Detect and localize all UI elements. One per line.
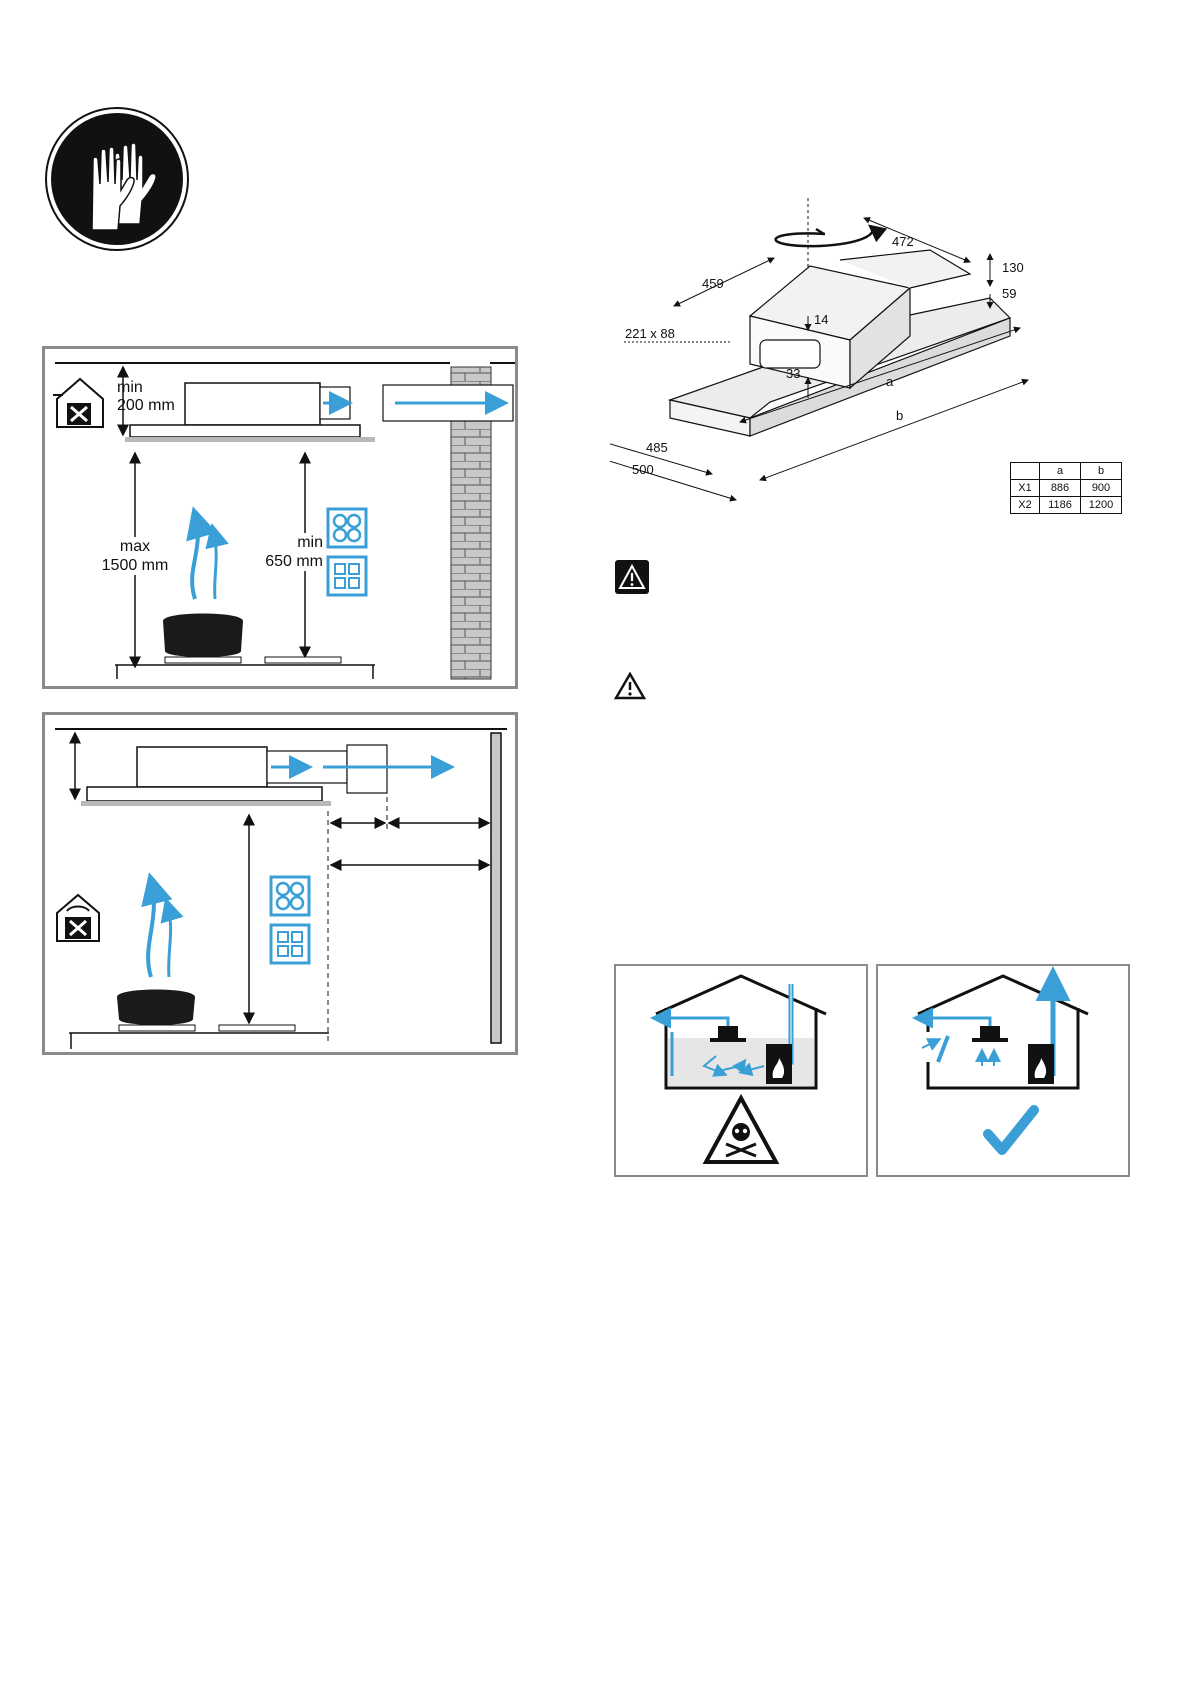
table-cell: X1: [1011, 480, 1040, 497]
house-recirculation-mode-icon: [57, 895, 99, 941]
checkmark-icon: [988, 1110, 1034, 1150]
size-table: a b X1 886 900 X2 1186 1200: [1010, 462, 1122, 514]
electric-hob-icon: [328, 557, 366, 595]
max-distance-value: 1500 mm: [95, 556, 175, 575]
dimension-a: a: [886, 374, 893, 389]
dimension-14: 14: [814, 312, 828, 327]
dimension-130: 130: [1002, 260, 1024, 275]
protective-gloves-icon: [44, 106, 190, 252]
table-cell: X2: [1011, 497, 1040, 514]
table-header: [1011, 463, 1040, 480]
max-distance-label: max: [95, 537, 175, 556]
warning-triangle-icon: [614, 672, 646, 700]
safe-exhaust-diagram: [876, 964, 1130, 1177]
table-row: X1 886 900: [1011, 480, 1122, 497]
min-height-value: 200 mm: [117, 397, 175, 415]
unsafe-exhaust-diagram: [614, 964, 868, 1177]
dimension-500: 500: [632, 462, 654, 477]
table-cell: 1200: [1081, 497, 1122, 514]
recirculation-installation-diagram: [42, 712, 518, 1055]
dimension-485: 485: [646, 440, 668, 455]
exhaust-installation-diagram: min 200 mm max 1500 mm min 650 mm: [42, 346, 518, 689]
min-distance-label: min: [253, 533, 323, 552]
min-height-label: min: [117, 379, 175, 397]
gas-hob-icon: [271, 877, 309, 915]
min-distance-value: 650 mm: [253, 552, 323, 571]
warning-triangle-icon: [615, 560, 649, 594]
skull-crossbones-warning-icon: [706, 1098, 776, 1162]
table-cell: 1186: [1040, 497, 1081, 514]
dimension-459: 459: [702, 276, 724, 291]
table-cell: 900: [1081, 480, 1122, 497]
electric-hob-icon: [271, 925, 309, 963]
dimension-b: b: [896, 408, 903, 423]
gas-hob-icon: [328, 509, 366, 547]
table-header: a: [1040, 463, 1081, 480]
table-cell: 886: [1040, 480, 1081, 497]
house-exhaust-mode-icon: [53, 379, 103, 427]
table-row: X2 1186 1200: [1011, 497, 1122, 514]
dimension-472: 472: [892, 234, 914, 249]
table-header: b: [1081, 463, 1122, 480]
dimension-59: 59: [1002, 286, 1016, 301]
dimension-221x88: 221 x 88: [625, 326, 675, 341]
dimension-33: 33: [786, 366, 800, 381]
